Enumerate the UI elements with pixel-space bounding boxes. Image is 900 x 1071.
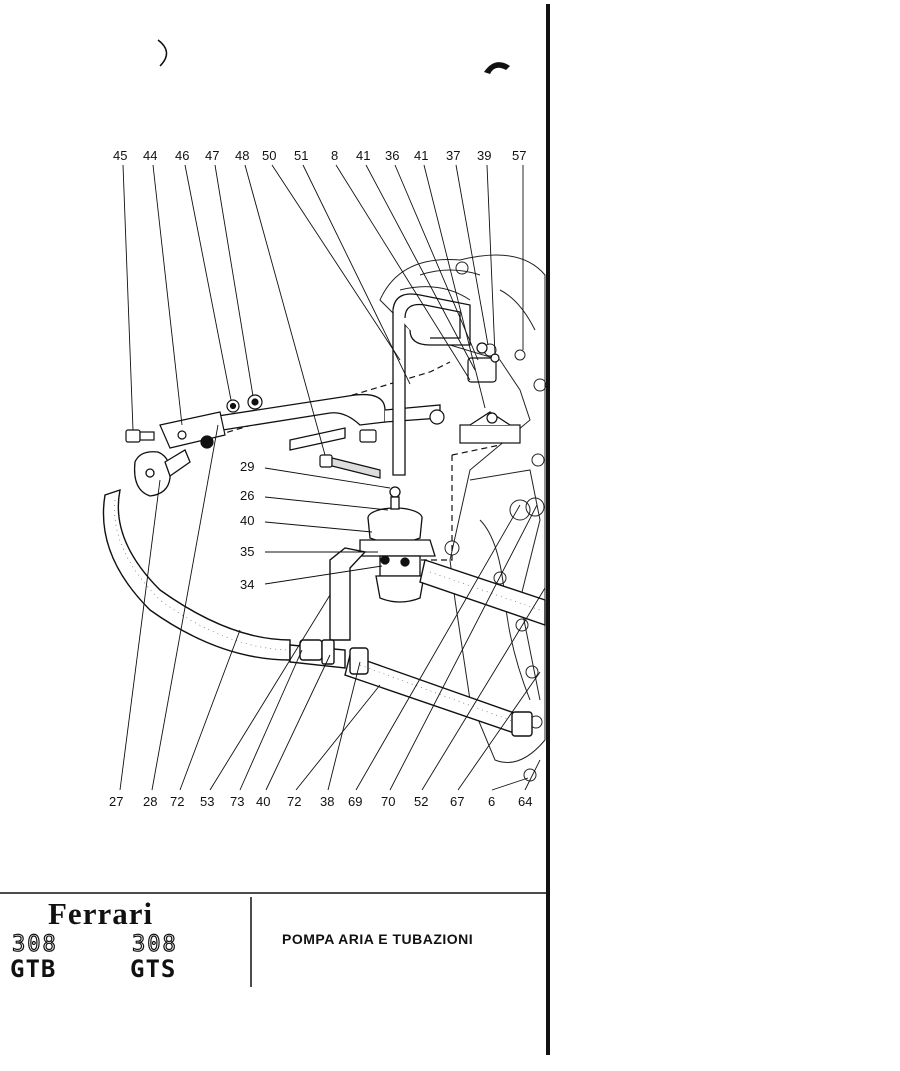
callout-36: 36	[385, 148, 399, 163]
vertical-vacuum-tube	[392, 293, 471, 476]
callout-28: 28	[143, 794, 157, 809]
left-callouts: 29 26 40 35 34	[240, 459, 254, 592]
model-number-gtb: 308	[11, 931, 58, 957]
check-valve-27	[133, 449, 191, 497]
callout-67: 67	[450, 794, 464, 809]
callout-27: 27	[109, 794, 123, 809]
top-leader-lines	[122, 164, 524, 456]
diverter-valve	[359, 486, 436, 603]
callout-41b: 41	[414, 148, 428, 163]
callout-52: 52	[414, 794, 428, 809]
callout-44: 44	[143, 148, 157, 163]
callout-41a: 41	[356, 148, 370, 163]
callout-70: 70	[381, 794, 395, 809]
bottom-callouts: 27 28 72 53 73 40 72 38 69 70 52 67 6 64	[109, 794, 532, 809]
hose-texture	[114, 499, 541, 723]
callout-6: 6	[488, 794, 495, 809]
callout-39: 39	[477, 148, 491, 163]
callout-47: 47	[205, 148, 219, 163]
callout-72b: 72	[287, 794, 301, 809]
scan-mark	[157, 39, 168, 67]
callout-73: 73	[230, 794, 244, 809]
callout-26: 26	[240, 488, 254, 503]
air-hoses	[102, 488, 546, 737]
model-variant-gtb: GTB	[10, 955, 57, 983]
callout-57: 57	[512, 148, 526, 163]
callout-37: 37	[446, 148, 460, 163]
model-variant-gts: GTS	[130, 955, 177, 983]
top-callouts: 45 44 46 47 48 50 51 8 41 36 41 37 39 57	[113, 148, 526, 163]
callout-48: 48	[235, 148, 249, 163]
scan-mark-blot	[484, 62, 510, 74]
dashed-guide-lines	[207, 361, 501, 561]
solenoid-valve	[459, 342, 521, 444]
callout-51: 51	[294, 148, 308, 163]
left-leader-lines	[264, 467, 391, 585]
callout-40b: 40	[256, 794, 270, 809]
bottom-leader-lines	[119, 424, 546, 791]
callout-35: 35	[240, 544, 254, 559]
callout-72a: 72	[170, 794, 184, 809]
callout-38: 38	[320, 794, 334, 809]
callout-40: 40	[240, 513, 254, 528]
callout-45: 45	[113, 148, 127, 163]
page-title: POMPA ARIA E TUBAZIONI	[282, 931, 474, 947]
bolts	[125, 394, 445, 479]
model-number-gts: 308	[131, 931, 178, 957]
callout-53: 53	[200, 794, 214, 809]
callout-46: 46	[175, 148, 189, 163]
callout-64: 64	[518, 794, 532, 809]
callout-8: 8	[331, 148, 338, 163]
ferrari-logo-text: Ferrari	[48, 896, 154, 931]
mounting-bracket	[159, 411, 226, 449]
callout-50: 50	[262, 148, 276, 163]
callout-29: 29	[240, 459, 254, 474]
callout-69: 69	[348, 794, 362, 809]
callout-34: 34	[240, 577, 254, 592]
